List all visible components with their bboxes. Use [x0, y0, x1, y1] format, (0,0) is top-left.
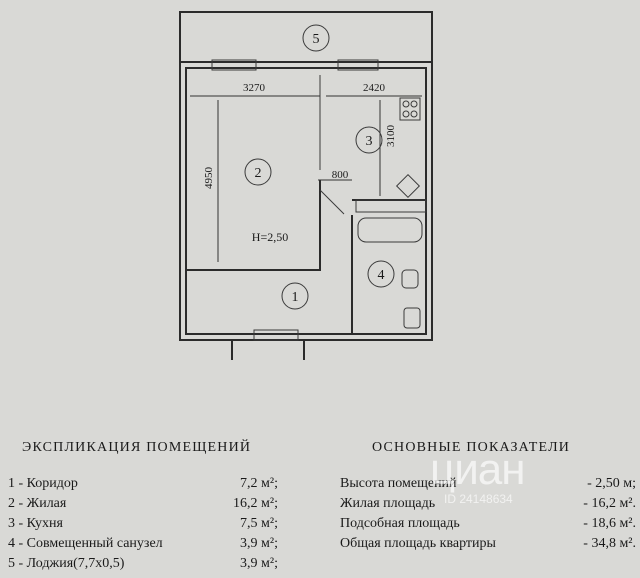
room-area: 3,9 м²;	[240, 536, 278, 551]
room-label: 4 - Совмещенный санузел	[8, 536, 163, 551]
room-number-1: 1	[292, 290, 299, 305]
room-area: 16,2 м²;	[233, 496, 278, 511]
indicator-label: Подсобная площадь	[340, 516, 460, 531]
room-list: 1 - Коридор 7,2 м²; 2 - Жилая 16,2 м²; 3…	[8, 474, 278, 574]
indicator-value: - 16,2 м².	[583, 496, 636, 511]
dim-room3-height: 3100	[385, 125, 397, 148]
stove	[399, 97, 421, 121]
window	[337, 59, 379, 71]
room-area: 3,9 м²;	[240, 556, 278, 571]
room-number-2: 2	[255, 166, 262, 181]
dim-door-width: 800	[332, 169, 349, 181]
list-item: Жилая площадь - 16,2 м².	[340, 494, 636, 514]
room-marker-4	[367, 260, 395, 288]
loggia-outline	[179, 11, 433, 63]
room-area: 7,2 м²;	[240, 476, 278, 491]
entrance-window	[253, 329, 299, 341]
toilet	[403, 307, 421, 329]
room-label: 2 - Жилая	[8, 496, 67, 511]
room-marker-2	[244, 158, 272, 186]
room-marker-3	[355, 126, 383, 154]
door	[319, 189, 345, 215]
indicators-list: Высота помещений - 2,50 м; Жилая площадь…	[340, 474, 636, 554]
outer-wall	[179, 62, 433, 341]
explication-title: ЭКСПЛИКАЦИЯ ПОМЕЩЕНИЙ	[22, 440, 252, 455]
list-item: 3 - Кухня 7,5 м²;	[8, 514, 278, 534]
entrance	[231, 340, 305, 360]
indicator-value: - 2,50 м;	[587, 476, 636, 491]
sink	[401, 269, 419, 289]
kitchen-sink	[395, 173, 421, 199]
room-number-5: 5	[313, 32, 320, 47]
room-marker-1	[281, 282, 309, 310]
window	[211, 59, 257, 71]
bathtub	[357, 217, 423, 243]
room-label: 5 - Лоджия(7,7х0,5)	[8, 556, 125, 571]
list-item: 5 - Лоджия(7,7х0,5) 3,9 м²;	[8, 554, 278, 574]
dim-room2-width: 3270	[243, 82, 266, 94]
dim-room2-height: 4950	[203, 167, 215, 190]
room-area: 7,5 м²;	[240, 516, 278, 531]
ceiling-height-label: H=2,50	[252, 230, 288, 244]
list-item: Подсобная площадь - 18,6 м².	[340, 514, 636, 534]
room-number-4: 4	[378, 268, 385, 283]
indicator-value: - 18,6 м².	[583, 516, 636, 531]
inner-wall	[185, 67, 427, 335]
room-label: 3 - Кухня	[8, 516, 63, 531]
room-number-3: 3	[366, 134, 373, 149]
list-item: 2 - Жилая 16,2 м²;	[8, 494, 278, 514]
indicator-value: - 34,8 м².	[583, 536, 636, 551]
list-item: Высота помещений - 2,50 м;	[340, 474, 636, 494]
indicator-label: Общая площадь квартиры	[340, 536, 496, 551]
list-item: 1 - Коридор 7,2 м²;	[8, 474, 278, 494]
floor-plan: 5 2 3 4 1 3270 2420 4950 3100 800 H=2,50	[179, 11, 433, 360]
room-marker-5	[302, 24, 330, 52]
list-item: 4 - Совмещенный санузел 3,9 м²;	[8, 534, 278, 554]
tile-strip	[355, 199, 427, 213]
indicator-label: Жилая площадь	[340, 496, 436, 511]
dim-room3-width: 2420	[363, 82, 386, 94]
room-label: 1 - Коридор	[8, 476, 78, 491]
indicators-title: ОСНОВНЫЕ ПОКАЗАТЕЛИ	[372, 440, 571, 455]
list-item: Общая площадь квартиры - 34,8 м².	[340, 534, 636, 554]
room2-wall	[186, 180, 321, 271]
indicator-label: Высота помещений	[340, 476, 457, 491]
